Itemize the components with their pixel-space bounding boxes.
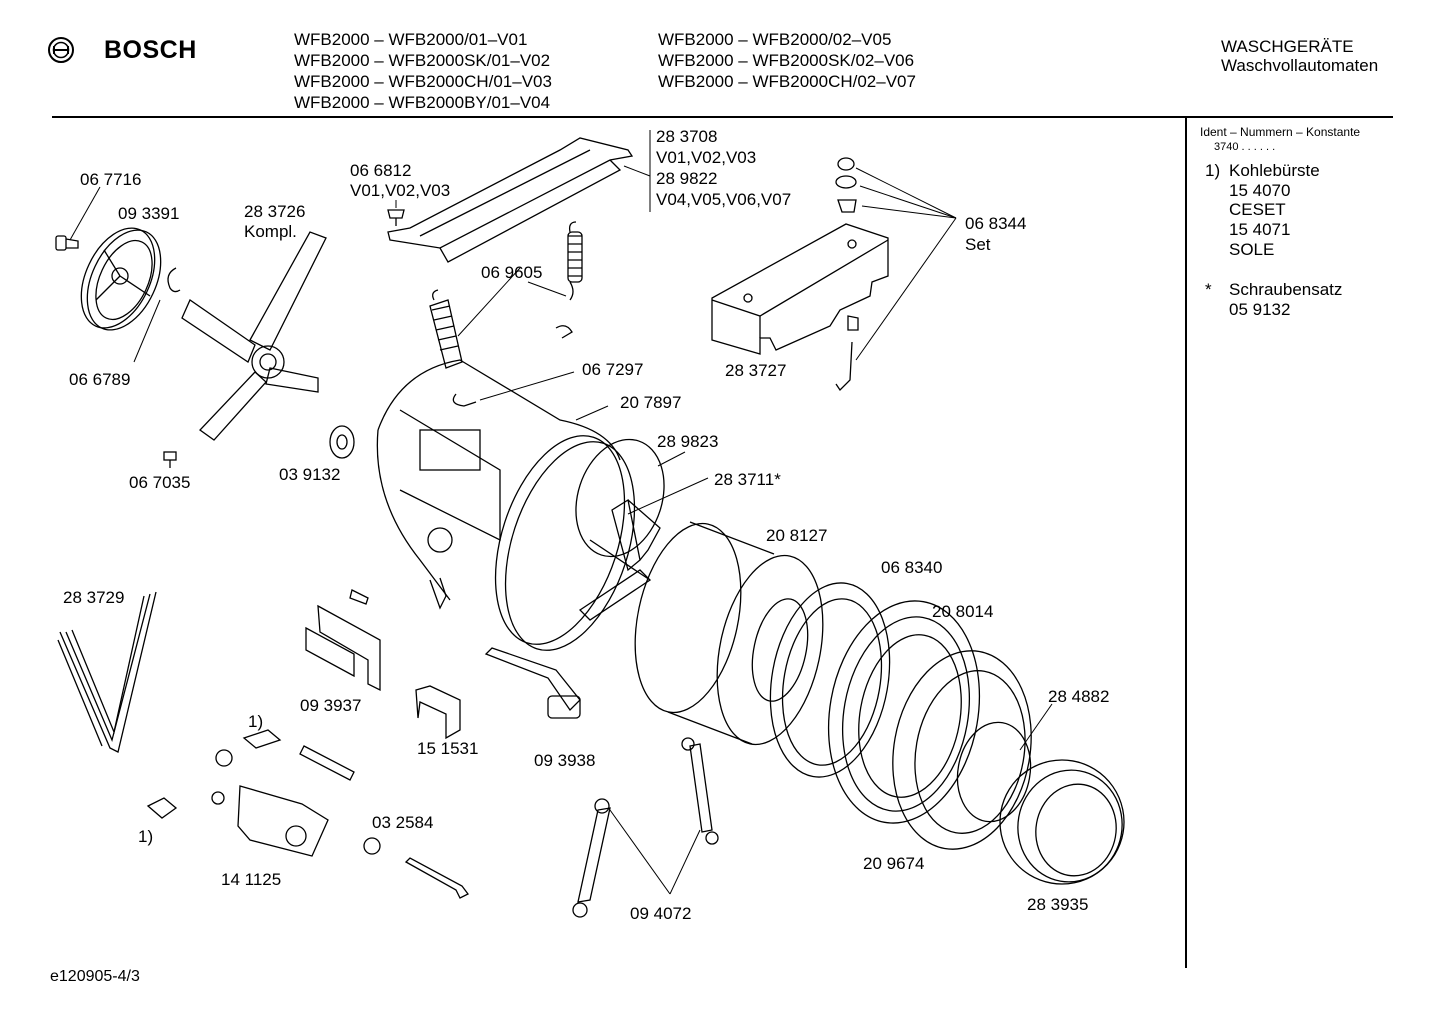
part-label: 1) bbox=[248, 712, 264, 731]
part-label: 09 3391 bbox=[118, 204, 180, 223]
part-label: V04,V05,V06,V07 bbox=[656, 190, 792, 209]
note-line: 05 9132 bbox=[1229, 300, 1291, 319]
gasket-part-icon bbox=[827, 600, 981, 824]
bushing-part-icon-2 bbox=[363, 837, 381, 855]
note-line: CESET bbox=[1229, 200, 1286, 219]
part-label: 09 4072 bbox=[630, 904, 692, 923]
bearing-bracket-part-icon bbox=[578, 498, 661, 621]
model-line: WFB2000 – WFB2000/02–V05 bbox=[658, 30, 892, 49]
nut-set-part-icon bbox=[835, 157, 859, 392]
part-label: V01,V02,V03 bbox=[350, 181, 451, 200]
model-line: WFB2000 – WFB2000CH/01–V03 bbox=[294, 72, 552, 91]
part-label: 06 8344 bbox=[965, 214, 1027, 233]
model-line: WFB2000 – WFB2000SK/02–V06 bbox=[658, 51, 915, 70]
drawing-code: e120905-4/3 bbox=[50, 968, 140, 985]
part-label: 28 3727 bbox=[725, 361, 787, 380]
seal-part-icon bbox=[769, 582, 891, 778]
part-label: 03 2584 bbox=[372, 813, 434, 832]
part-label: 28 9823 bbox=[657, 432, 719, 451]
part-label: 06 7716 bbox=[80, 170, 142, 189]
note-line: SOLE bbox=[1229, 240, 1275, 259]
part-label: 28 3711* bbox=[714, 470, 781, 489]
part-label: 28 3708 bbox=[656, 127, 718, 146]
part-label: 28 9822 bbox=[656, 169, 718, 188]
note-line: Kohlebürste bbox=[1229, 161, 1320, 180]
part-label: 20 9674 bbox=[863, 854, 925, 873]
part-label: 14 1125 bbox=[221, 870, 282, 889]
subcategory-title: Waschvollautomaten bbox=[1221, 56, 1379, 75]
part-label: Kompl. bbox=[244, 222, 297, 241]
note-line: Schraubensatz bbox=[1229, 280, 1343, 299]
clip-part-icon bbox=[452, 325, 573, 407]
part-label: 28 3935 bbox=[1027, 895, 1089, 914]
part-label: 09 3937 bbox=[300, 696, 362, 715]
note-marker: 1) bbox=[1205, 161, 1221, 180]
note-line: 15 4071 bbox=[1229, 220, 1291, 239]
mounting-plate-part-icon bbox=[305, 604, 381, 692]
bosch-logo-icon bbox=[48, 37, 74, 63]
tub-part-icon bbox=[376, 359, 621, 610]
motor-part-icon bbox=[146, 729, 355, 857]
model-line: WFB2000 – WFB2000CH/02–V07 bbox=[658, 72, 916, 91]
screw-part-icon-2 bbox=[387, 209, 405, 226]
part-label: 20 8127 bbox=[766, 526, 828, 545]
belt-part-icon bbox=[57, 591, 157, 753]
part-label: 09 3938 bbox=[534, 751, 596, 770]
bolt-part-icon bbox=[55, 235, 79, 251]
drum-cross-part-icon bbox=[181, 231, 327, 441]
model-line: WFB2000 – WFB2000BY/01–V04 bbox=[294, 93, 551, 112]
counterweight-part-icon bbox=[711, 223, 889, 355]
ident-value: 3740 . . . . . . bbox=[1214, 141, 1276, 153]
part-label: 06 6812 bbox=[350, 161, 412, 180]
model-line: WFB2000 – WFB2000SK/01–V02 bbox=[294, 51, 551, 70]
part-label: 06 7297 bbox=[582, 360, 644, 379]
cross-beam-part-icon bbox=[387, 137, 634, 263]
category-title: WASCHGERÄTE bbox=[1221, 37, 1354, 56]
part-label: V01,V02,V03 bbox=[656, 148, 757, 167]
part-label: 28 3729 bbox=[63, 588, 125, 607]
part-label: 03 9132 bbox=[279, 465, 341, 484]
circlip-part-icon bbox=[167, 267, 181, 293]
screw-part-icon bbox=[163, 451, 177, 468]
ident-title: Ident – Nummern – Konstante bbox=[1200, 125, 1361, 139]
bushing-part-icon bbox=[329, 425, 355, 459]
spring-part-icon bbox=[429, 221, 583, 369]
front-ring-part-icon bbox=[999, 759, 1125, 885]
clamp-part-icon bbox=[415, 685, 461, 740]
part-label: 06 8340 bbox=[881, 558, 943, 577]
screw-part-icon-3 bbox=[349, 589, 369, 605]
part-label: 20 8014 bbox=[932, 602, 994, 621]
note-marker: * bbox=[1205, 280, 1212, 299]
pulley-part-icon bbox=[80, 227, 162, 331]
part-label: 06 6789 bbox=[69, 370, 131, 389]
note-line: 15 4070 bbox=[1229, 181, 1291, 200]
part-label: 28 3726 bbox=[244, 202, 306, 221]
drum-part-icon bbox=[634, 521, 824, 746]
part-label: 06 9605 bbox=[481, 263, 543, 282]
model-line: WFB2000 – WFB2000/01–V01 bbox=[294, 30, 528, 49]
long-bolt-part-icon bbox=[404, 857, 469, 899]
part-label: 06 7035 bbox=[129, 473, 191, 492]
heater-part-icon bbox=[484, 647, 581, 719]
part-label: Set bbox=[965, 235, 991, 254]
tub-ring-part-icon bbox=[494, 435, 665, 651]
bellows-part-icon bbox=[892, 650, 1032, 850]
shock-absorber-part-icon bbox=[572, 737, 719, 918]
part-label: 20 7897 bbox=[620, 393, 682, 412]
part-label: 1) bbox=[138, 827, 154, 846]
part-label: 15 1531 bbox=[417, 739, 479, 758]
part-label: 28 4882 bbox=[1048, 687, 1110, 706]
brand-name: BOSCH bbox=[104, 36, 197, 64]
